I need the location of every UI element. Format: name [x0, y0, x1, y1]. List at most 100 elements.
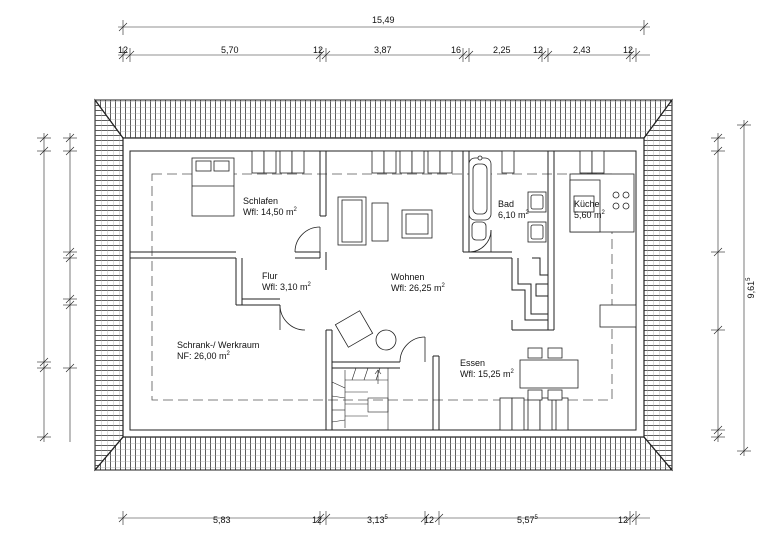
dim-sup: 5 [384, 515, 388, 521]
dim-top-chain-value: 3,87 [374, 45, 392, 55]
dim-tick-slash [65, 253, 75, 263]
dim-top-chain-value: 2,25 [493, 45, 511, 55]
dim-top-chain-value: 12 [313, 45, 324, 55]
area-unit-sup: 2 [307, 282, 311, 288]
staircase [331, 367, 389, 431]
dim-sup: 5 [534, 515, 538, 521]
dim-value: 5,83 [213, 515, 231, 525]
dim-bottom-chain-value: 12 [618, 515, 628, 525]
dim-tick-slash [125, 50, 135, 60]
dim-value: 5,57 [517, 515, 535, 525]
dim-top-chain-value: 12 [533, 45, 544, 55]
dim-tick-slash [39, 133, 49, 143]
room-name-flur: Flur [262, 271, 278, 281]
dining-table [519, 359, 579, 389]
dim-bottom-chain-value: 5,83 [213, 515, 231, 525]
room-name-wohnen: Wohnen [391, 272, 425, 282]
dim-tick-slash [65, 146, 75, 156]
dim-tick-slash [713, 247, 723, 257]
dim-bottom-chain-value: 12 [312, 515, 322, 525]
dim-tick-slash [543, 50, 553, 60]
dim-sup: 5 [746, 277, 752, 281]
dim-tick-slash [631, 513, 641, 523]
dim-tick-slash [434, 513, 444, 523]
room-area-text: 5,60 m [574, 210, 602, 220]
area-unit-sup: 2 [293, 207, 297, 213]
room-area-schlafen: Wfl: 14,50 m2 [243, 207, 297, 218]
dim-bottom-chain-value: 3,135 [367, 515, 388, 525]
knee-wall-line [151, 173, 613, 401]
dim-top-chain-value: 12 [118, 45, 129, 55]
dim-value: 12 [618, 515, 629, 525]
coffee-table [371, 202, 389, 242]
dim-value: 12 [424, 515, 435, 525]
dim-tick-slash [713, 425, 723, 435]
room-name-schlafen: Schlafen [243, 196, 279, 206]
dim-tick-slash [713, 432, 723, 442]
dim-tick-slash [458, 50, 468, 60]
area-unit-sup: 2 [510, 369, 514, 375]
room-area-text: 6,10 m [498, 210, 526, 220]
room-area-text: Wfl: 26,25 m [391, 283, 442, 293]
dim-tick-slash [713, 325, 723, 335]
dim-value: 3,13 [367, 515, 385, 525]
roof-top [94, 99, 673, 139]
dim-tick-slash [65, 133, 75, 143]
dim-tick-slash [537, 50, 547, 60]
dim-top-chain-value: 16 [451, 45, 462, 55]
room-area-schrank-werkraum: NF: 26,00 m2 [177, 351, 230, 362]
dim-tick-slash [625, 513, 635, 523]
area-unit-sup: 2 [601, 210, 605, 216]
room-name-bad: Bad [498, 199, 515, 209]
reading-chair [334, 310, 374, 348]
dim-bottom-chain-value: 12 [424, 515, 434, 525]
area-unit-sup: 2 [525, 210, 529, 216]
dim-tick-slash [65, 247, 75, 257]
toilet [471, 221, 487, 241]
dim-value: 9,61 [746, 280, 756, 299]
dimension-lines [37, 20, 751, 525]
furniture [191, 155, 637, 401]
room-name-essen: Essen [460, 358, 486, 368]
room-area-text: Wfl: 3,10 m [262, 282, 308, 292]
dim-tick-slash [39, 357, 49, 367]
dim-top-chain-value: 12 [623, 45, 634, 55]
dim-tick-slash [65, 363, 75, 373]
dim-tick-slash [65, 300, 75, 310]
roof-left [94, 98, 124, 472]
room-area-flur: Wfl: 3,10 m2 [262, 282, 311, 293]
roof-right [643, 98, 673, 472]
dim-tick-slash [39, 432, 49, 442]
room-area-text: Wfl: 15,25 m [460, 369, 511, 379]
room-area-wohnen: Wfl: 26,25 m2 [391, 283, 445, 294]
dim-right-overall: 9,615 [746, 273, 756, 303]
dim-top-chain-value: 5,70 [221, 45, 239, 55]
room-name-kueche: Küche [574, 199, 600, 209]
dim-tick-slash [420, 513, 430, 523]
area-unit-sup: 2 [226, 351, 230, 357]
dim-tick-slash [315, 513, 325, 523]
dim-tick-slash [65, 294, 75, 304]
dim-tick-slash [118, 513, 128, 523]
dim-tick-slash [631, 50, 641, 60]
sink [573, 195, 595, 213]
dim-top-chain-value: 2,43 [573, 45, 591, 55]
side-table [375, 329, 397, 351]
room-area-essen: Wfl: 15,25 m2 [460, 369, 514, 380]
room-area-bad: 6,10 m2 [498, 210, 529, 221]
dim-tick-slash [464, 50, 474, 60]
interior-walls [130, 151, 555, 430]
dim-tick-slash [321, 50, 331, 60]
dim-tick-slash [321, 513, 331, 523]
windows [251, 150, 605, 431]
dim-tick-slash [625, 50, 635, 60]
dim-tick-slash [713, 133, 723, 143]
room-area-text: NF: 26,00 m [177, 351, 227, 361]
roof [93, 98, 674, 472]
dim-tick-slash [39, 146, 49, 156]
room-area-kueche: 5,60 m2 [574, 210, 605, 221]
doors [279, 226, 492, 363]
dim-bottom-chain-value: 5,575 [517, 515, 538, 525]
dim-value: 12 [312, 515, 323, 525]
